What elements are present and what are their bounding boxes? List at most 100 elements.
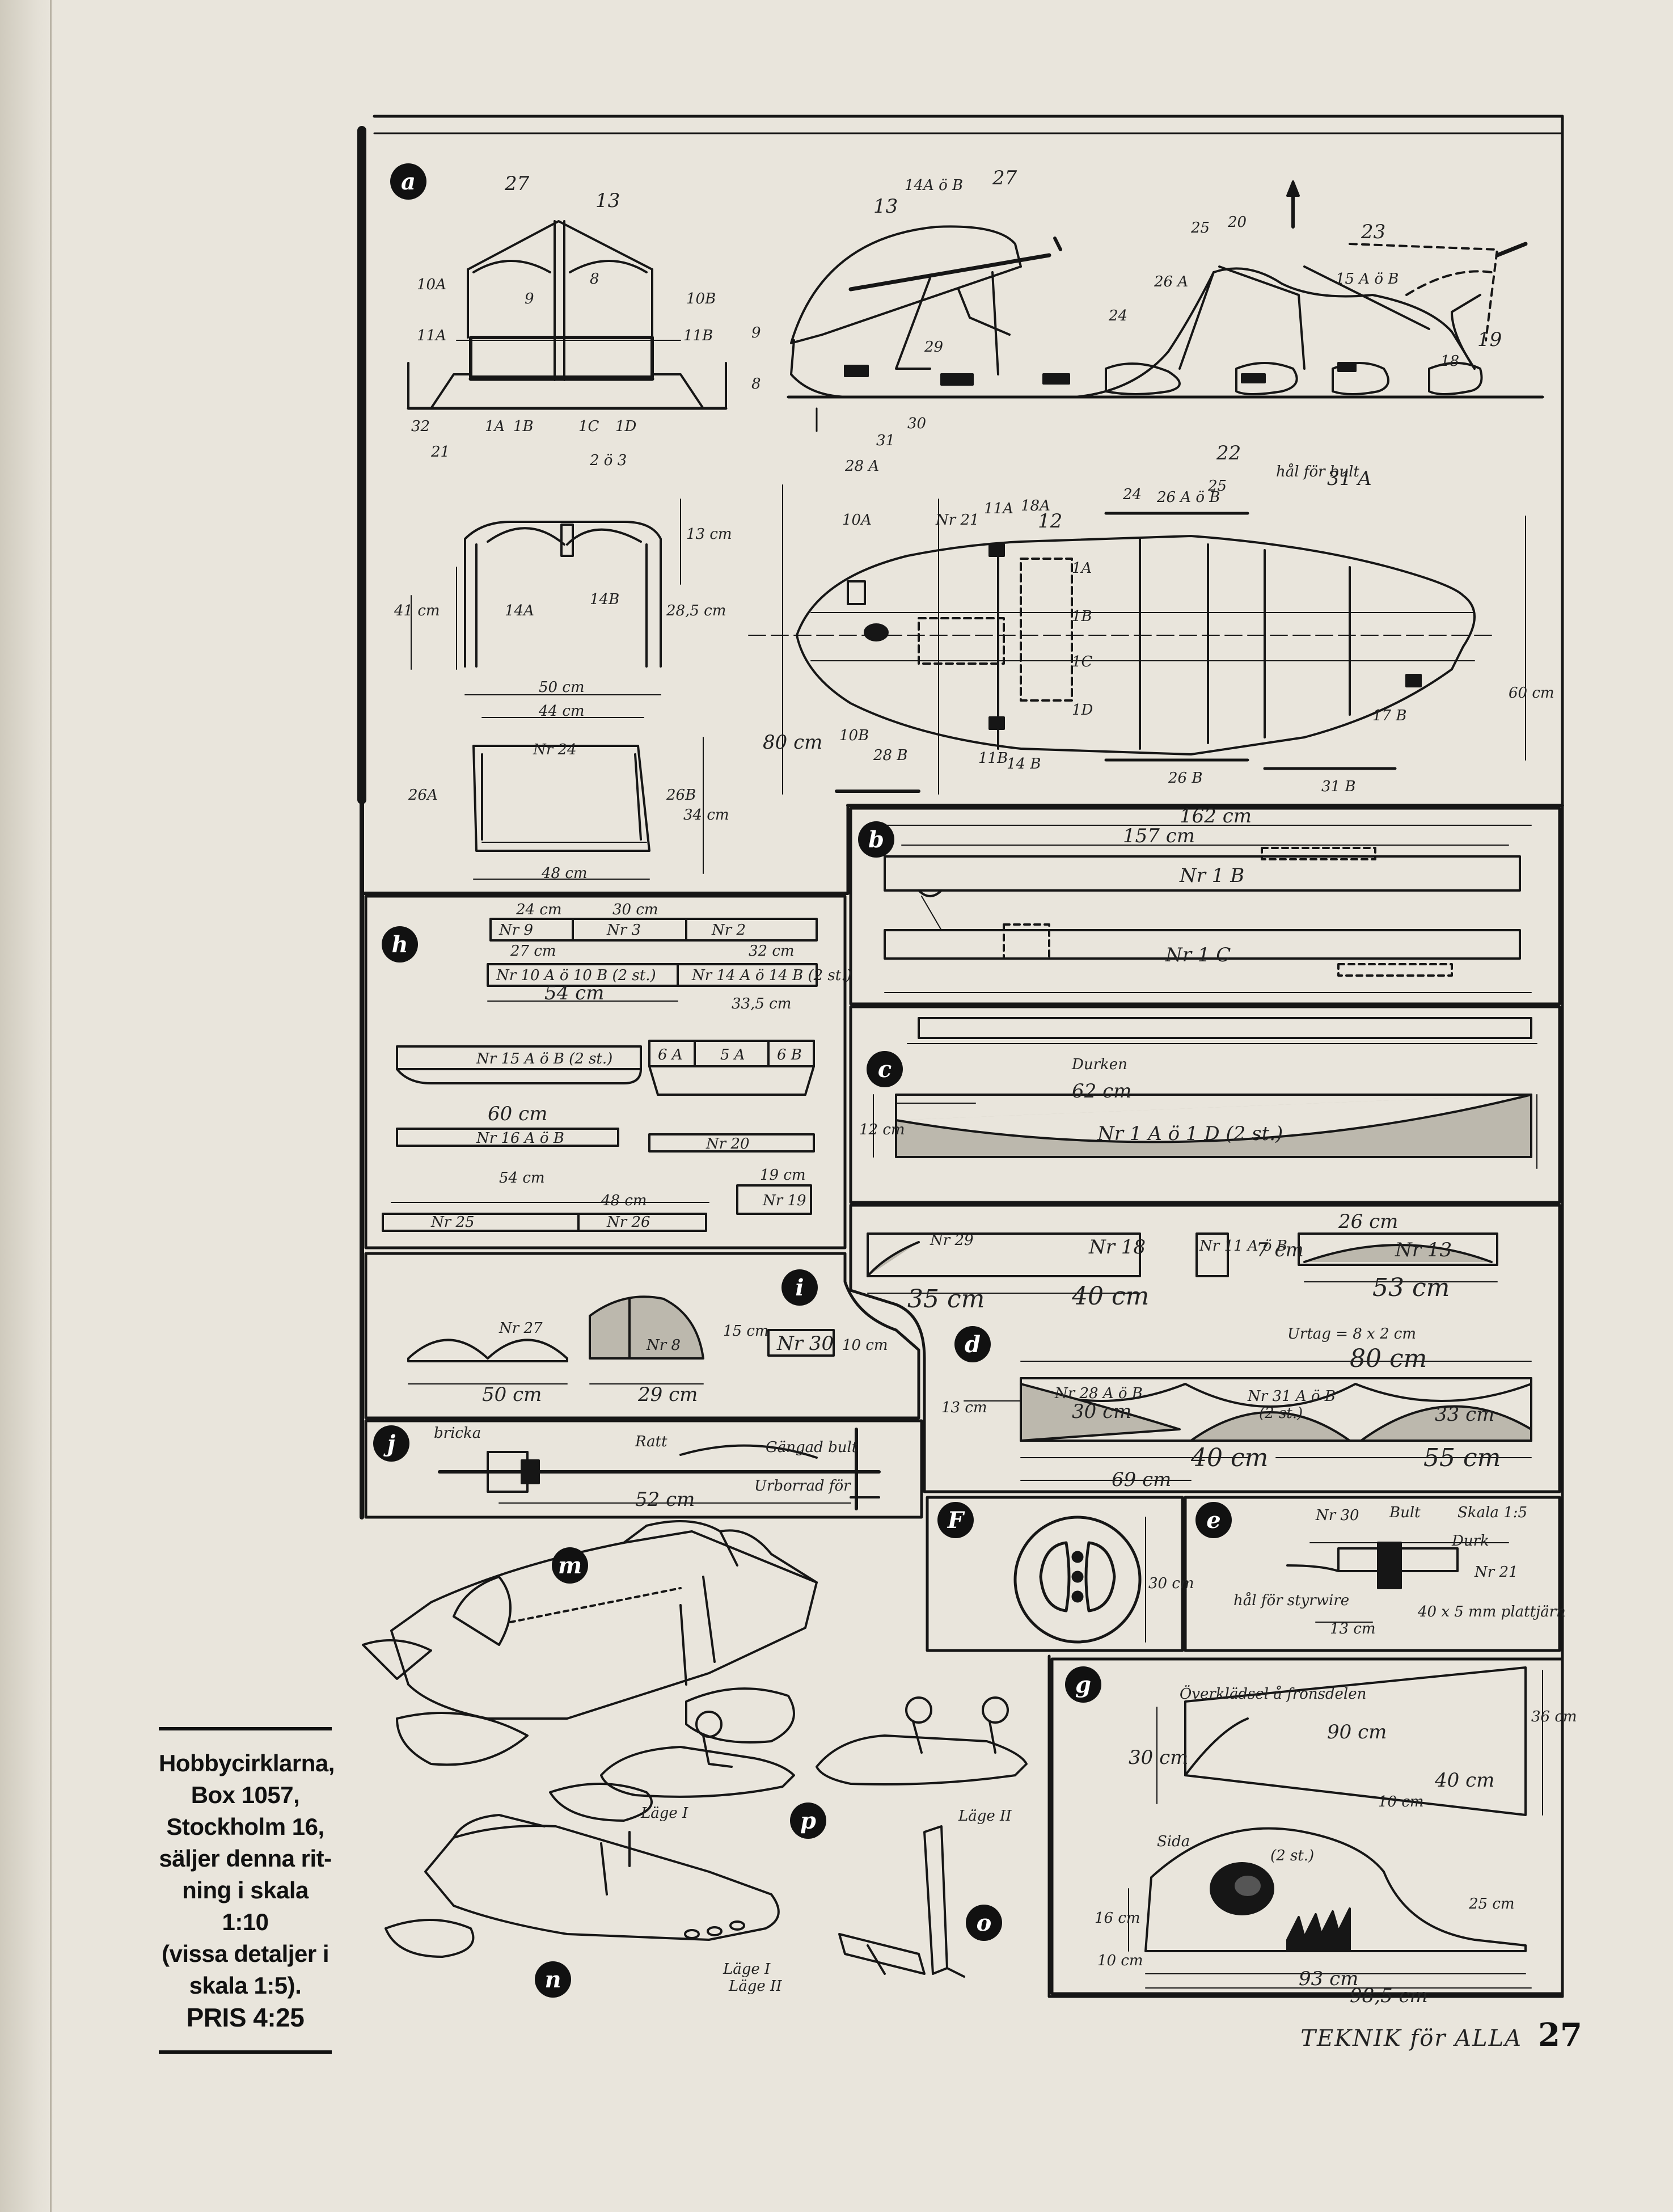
ann-plan-31b: 31 B <box>1321 778 1355 795</box>
ann-plan-17b: 17 B <box>1372 707 1406 724</box>
ann-60cm-h: 60 cm <box>488 1103 547 1125</box>
ann-98-5cm: 98,5 cm <box>1350 1985 1428 2007</box>
badge-c: c <box>867 1051 903 1087</box>
ann-p-lage-1: Läge I <box>640 1805 688 1822</box>
ann-40cm-g: 40 cm <box>1434 1769 1494 1792</box>
ann-80cm-d: 80 cm <box>1350 1344 1427 1373</box>
panel-badges: a b c d h i j F e g m n o p <box>373 163 1232 1998</box>
ann-157cm: 157 cm <box>1123 825 1195 847</box>
credit-line-7: skala 1:5). <box>189 1972 302 1999</box>
ann-hole-bolt: hål för bult <box>1276 463 1360 480</box>
ann-8: 8 <box>590 271 599 288</box>
ann-side-13: 13 <box>873 195 898 218</box>
ann-36cm: 36 cm <box>1531 1708 1577 1725</box>
ann-urborrad: Urborrad för <box>754 1478 851 1495</box>
panel-h-drawing <box>382 918 818 1232</box>
ann-plan-10b: 10B <box>839 727 869 744</box>
ann-48cm-h: 48 cm <box>601 1192 647 1209</box>
panel-g-drawing <box>1128 1666 1543 1989</box>
badge-e: e <box>1195 1502 1232 1538</box>
ann-24cm: 24 cm <box>516 901 562 918</box>
ann-30cm-d: 30 cm <box>1072 1400 1131 1423</box>
ann-nr9: Nr 9 <box>498 922 533 939</box>
ann-plan-11a: 11A <box>984 500 1013 517</box>
ann-53cm: 53 cm <box>1372 1273 1450 1302</box>
credit-line-5: ning i skala 1:10 <box>182 1877 309 1935</box>
ann-nr28ab: Nr 28 A ö B <box>1054 1385 1143 1402</box>
badge-p: p <box>790 1802 826 1839</box>
ann-13cm-e: 13 cm <box>1330 1620 1376 1637</box>
ann-nr1c: Nr 1 C <box>1165 944 1231 966</box>
ann-n-lage-2: Läge II <box>728 1978 782 1995</box>
ann-plan-10a: 10A <box>842 512 872 529</box>
ann-nr13: Nr 13 <box>1395 1239 1452 1261</box>
ann-13: 13 <box>595 189 620 212</box>
ann-50cm: 50 cm <box>539 679 585 696</box>
ann-nr30-e: Nr 30 <box>1315 1507 1359 1524</box>
credit-line-2: Box 1057, <box>191 1782 300 1808</box>
ann-9: 9 <box>525 290 534 307</box>
ann-durk: Durk <box>1451 1533 1489 1550</box>
ann-10cm-i: 10 cm <box>842 1337 888 1354</box>
ann-11b: 11B <box>683 327 713 344</box>
ann-plan-1c: 1C <box>1072 653 1093 670</box>
ann-plattjarn: 40 x 5 mm plattjärn <box>1417 1603 1566 1620</box>
ann-90cm: 90 cm <box>1327 1721 1387 1744</box>
page-number: 27 <box>1538 2016 1582 2054</box>
sketch-m <box>362 1520 818 1766</box>
ann-nr26: Nr 26 <box>606 1214 650 1231</box>
ann-plan-12: 12 <box>1038 510 1062 533</box>
ann-34cm: 34 cm <box>683 807 729 824</box>
badge-o: o <box>966 1905 1002 1941</box>
ann-5a: 5 A <box>720 1046 745 1063</box>
ann-31a: 31 A <box>1327 467 1372 490</box>
ann-nr11ab: Nr 11 A ö B <box>1199 1238 1287 1255</box>
panel-a-annotations: 27 13 10A 11A 10B 11B 9 8 32 1A 1B 1C 1D… <box>394 167 1554 882</box>
ann-28a: 28 A <box>844 458 879 475</box>
ann-plan-11b: 11B <box>978 750 1008 767</box>
panel-b-annotations: 162 cm 157 cm Nr 1 B Nr 1 C <box>1123 805 1252 966</box>
panel-c-annotations: Durken 62 cm 12 cm Nr 1 A ö 1 D (2 st.) <box>859 1056 1283 1145</box>
panel-i-annotations: Nr 27 Nr 8 15 cm Nr 30 10 cm 50 cm 29 cm <box>482 1320 888 1406</box>
ann-nr1b: Nr 1 B <box>1179 864 1244 887</box>
ann-1c: 1C <box>578 418 599 435</box>
ann-27: 27 <box>504 172 530 195</box>
ann-18a: 18A <box>1021 497 1050 514</box>
ann-93cm: 93 cm <box>1299 1968 1358 1990</box>
ann-plan-1d: 1D <box>1072 702 1093 719</box>
credit-line-6: (vissa detaljer i <box>162 1940 329 1967</box>
ann-side-27: 27 <box>992 167 1017 189</box>
ann-nr1a-1d: Nr 1 A ö 1 D (2 st.) <box>1097 1122 1283 1145</box>
ann-14b: 14B <box>590 591 619 608</box>
ann-14a: 14A <box>505 602 534 619</box>
ann-10cm-g: 10 cm <box>1378 1793 1424 1810</box>
panel-a-borders <box>361 132 1564 895</box>
ann-plan-14b: 14 B <box>1007 755 1041 772</box>
credit-line-3: Stockholm 16, <box>166 1813 324 1840</box>
ann-13cm: 13 cm <box>686 526 732 543</box>
panel-j-drawing <box>438 1428 881 1510</box>
ann-2st: (2 st.) <box>1259 1405 1303 1422</box>
ann-side-19: 19 <box>1477 328 1502 351</box>
ann-12cm: 12 cm <box>859 1121 905 1138</box>
panel-e-drawing <box>1286 1542 1509 1623</box>
ann-side-25: 25 <box>1190 219 1210 237</box>
ann-26b: 26B <box>666 787 696 804</box>
ann-nr24-top: Nr 24 <box>533 741 577 758</box>
svg-text:p: p <box>800 1808 816 1834</box>
ann-nr15ab: Nr 15 A ö B (2 st.) <box>476 1050 612 1067</box>
ann-side-18: 18 <box>1440 353 1459 370</box>
ann-nr2: Nr 2 <box>711 922 746 939</box>
ann-21: 21 <box>430 444 450 461</box>
ann-plan-1a: 1A <box>1072 560 1092 577</box>
panel-f-annotations: 30 cm <box>1148 1575 1194 1592</box>
ann-35cm: 35 cm <box>907 1285 985 1314</box>
badge-n: n <box>535 1961 571 1998</box>
ann-30cm-g: 30 cm <box>1129 1746 1188 1769</box>
panel-a-front-view <box>407 220 728 410</box>
panel-g-annotations: Överklädsel å fronsdelen 90 cm 36 cm 30 … <box>1095 1685 1577 2007</box>
ann-11a: 11A <box>417 327 446 344</box>
ann-30cm-f: 30 cm <box>1148 1575 1194 1592</box>
ann-side-23: 23 <box>1361 221 1385 243</box>
panel-a-side-view <box>787 180 1544 432</box>
